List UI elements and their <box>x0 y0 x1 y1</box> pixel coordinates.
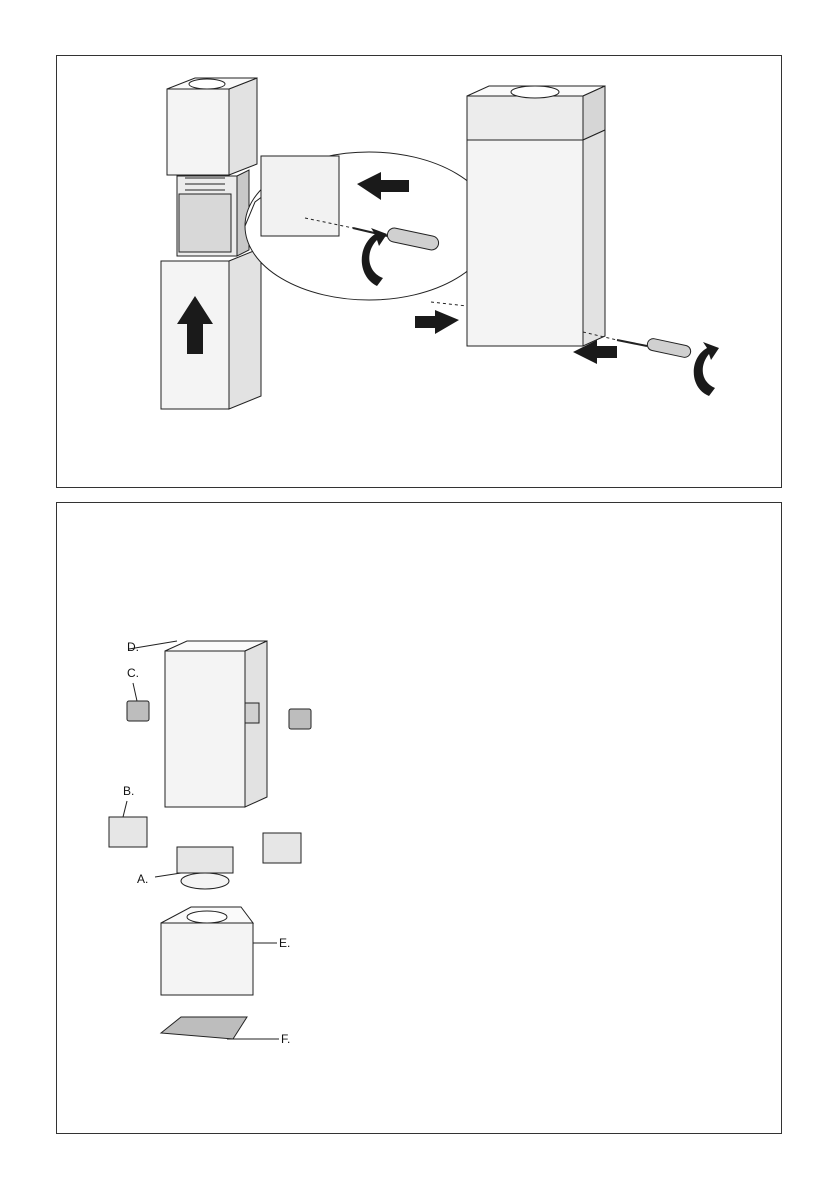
label-f: F. <box>281 1033 290 1045</box>
screwdriver-icon <box>617 338 692 359</box>
part-b-adapter <box>109 817 147 847</box>
assembled-chimney <box>467 86 605 346</box>
part-f-filter <box>161 1017 247 1039</box>
chimney-assembly-illustration <box>57 56 783 489</box>
part-c-plug <box>127 701 149 721</box>
upper-chimney-section <box>167 78 257 175</box>
part-d-chimney-cover <box>165 641 267 807</box>
label-e: E. <box>279 937 290 949</box>
arrow-right-icon <box>415 310 459 334</box>
inner-bracket-section <box>177 170 249 256</box>
label-b: B. <box>123 785 134 797</box>
label-a: A. <box>137 873 148 885</box>
label-d: D. <box>127 641 139 653</box>
lower-chimney-section <box>161 248 261 409</box>
parts-exploded-illustration <box>57 503 783 1135</box>
part-b-adapter <box>263 833 301 863</box>
assembly-step-panel <box>56 55 782 488</box>
rotate-arrow-icon <box>694 342 719 396</box>
parts-overview-panel: D. C. B. A. E. F. <box>56 502 782 1134</box>
part-c-plug <box>289 709 311 729</box>
label-c: C. <box>127 667 139 679</box>
part-a-connector <box>177 847 233 889</box>
part-e-motor-housing <box>161 907 253 995</box>
detail-magnifier <box>245 152 493 300</box>
